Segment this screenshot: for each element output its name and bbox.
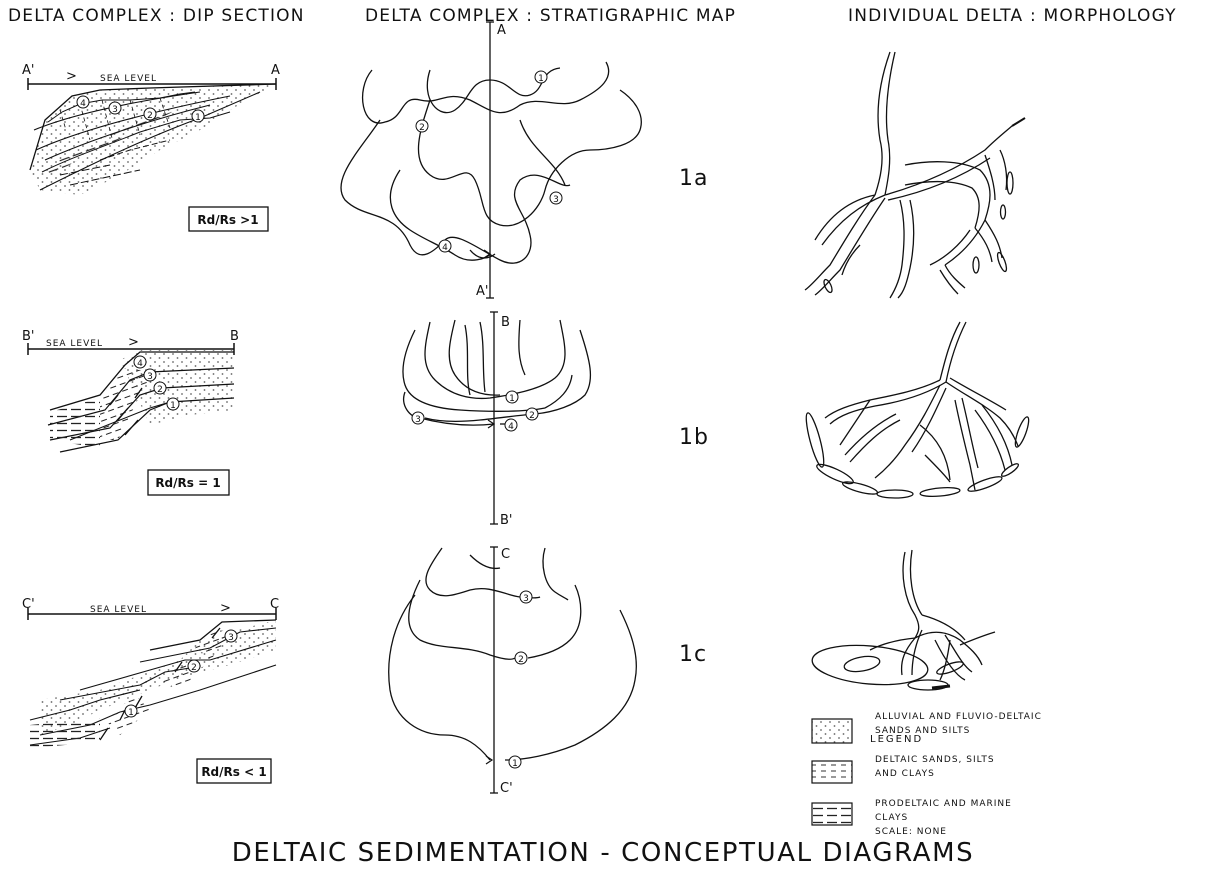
section-right-label-1c: C [270,597,279,612]
map-num-1a-4: 4 [442,243,448,253]
section-num-1c-2: 2 [191,663,197,673]
map-num-1b-3: 3 [415,415,421,425]
map-num-1c-1: 1 [512,759,518,769]
section-num-1b-1: 1 [170,401,176,411]
map-num-1c-2: 2 [518,655,524,665]
sea-level-label-1a: SEA LEVEL [100,74,157,84]
section-num-1b-3: 3 [147,372,153,382]
legend-swatch-dots [812,719,852,743]
sea-level-label-1c: SEA LEVEL [90,605,147,615]
map-numbers-1a: 1 2 3 4 [416,71,562,253]
map-numbers-1c: 3 2 1 [509,591,532,769]
map-num-1b-4: 4 [508,422,514,432]
section-right-label-1a: A [271,63,280,78]
section-num-1a-3: 3 [112,105,118,115]
direction-arrow-1c: > [220,601,231,616]
ratio-label-1a: Rd/Rs >1 [197,213,258,227]
section-right-label-1b: B [230,329,239,344]
sea-level-label-1b: SEA LEVEL [46,339,103,349]
map-num-1a-3: 3 [553,195,559,205]
map-bottom-label-1c: C' [500,781,513,796]
legend-item-3-line1: PRODELTAIC AND MARINE [875,799,1012,809]
legend-swatch-short-dashes [812,761,852,783]
dip-section-1a [28,78,276,195]
direction-arrow-1a: > [66,69,77,84]
legend-swatch-long-dashes [812,803,852,825]
section-num-1a-1: 1 [195,113,201,123]
map-bottom-label-1b: B' [500,513,513,528]
map-num-1a-2: 2 [419,123,425,133]
section-num-1b-4: 4 [137,359,143,369]
legend-item-3-line2: CLAYS [875,813,908,823]
morphology-1c [811,550,995,690]
legend-item-2-line1: DELTAIC SANDS, SILTS [875,755,995,765]
section-left-label-1c: C' [22,597,35,612]
section-left-label-1a: A' [22,63,34,78]
figure-title: DELTAIC SEDIMENTATION - CONCEPTUAL DIAGR… [0,838,1206,868]
map-num-1b-2: 2 [529,411,535,421]
morphology-1b [803,322,1031,498]
section-num-1a-4: 4 [80,99,86,109]
section-left-label-1b: B' [22,329,35,344]
section-num-1c-1: 1 [128,708,134,718]
section-num-1a-2: 2 [147,111,153,121]
dip-section-1c [28,608,276,748]
legend-item-1-line1: ALLUVIAL AND FLUVIO-DELTAIC [875,712,1042,722]
map-num-1c-3: 3 [523,594,529,604]
section-num-1b-2: 2 [157,385,163,395]
legend-item-2-line2: AND CLAYS [875,769,935,779]
map-top-label-1c: C [501,547,510,562]
legend-item-1-line2: SANDS AND SILTS [875,726,970,736]
map-bottom-label-1a: A' [476,284,488,299]
strat-map-1a [341,22,641,298]
dip-section-1b [28,343,234,452]
map-top-label-1a: A [497,23,506,38]
map-top-label-1b: B [501,315,510,330]
direction-arrow-1b: > [128,335,139,350]
legend-scale: SCALE: NONE [875,827,947,837]
ratio-label-1c: Rd/Rs < 1 [201,765,266,779]
legend: LEGEND ALLUVIAL AND FLUVIO-DELTAIC SANDS… [812,712,1042,837]
map-num-1a-1: 1 [538,74,544,84]
strat-map-1b [403,312,590,524]
ratio-label-1b: Rd/Rs = 1 [155,476,220,490]
morphology-1a [805,52,1025,298]
section-num-1c-3: 3 [228,633,234,643]
map-num-1b-1: 1 [509,394,515,404]
